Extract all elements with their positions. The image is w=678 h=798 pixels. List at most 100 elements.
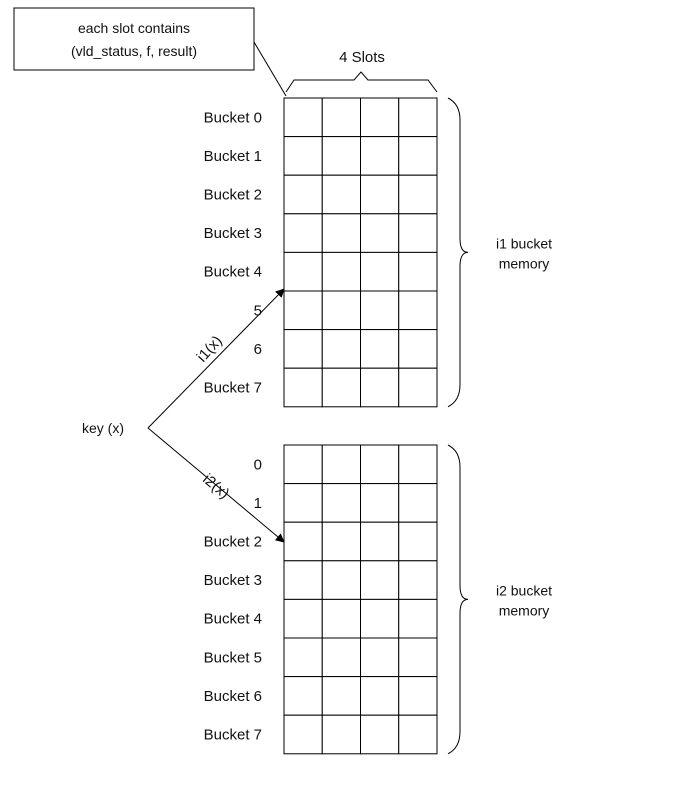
arrow-i2: [147, 427, 285, 543]
slot-cell: [283, 637, 323, 678]
memory-brace: [447, 444, 469, 755]
slot-cell: [283, 329, 323, 369]
memory-caption-line-1: i1 bucket: [496, 235, 552, 251]
callout-pointer-line: [253, 41, 287, 97]
slot-cell: [398, 367, 438, 408]
slot-cell: [283, 676, 323, 716]
slot-cell: [283, 521, 323, 562]
slot-cell: [360, 136, 400, 176]
key-label: key (x): [82, 420, 124, 436]
slot-cell: [360, 444, 400, 485]
slot-cell: [360, 290, 400, 331]
slot-cell: [398, 251, 438, 292]
slot-cell: [360, 329, 400, 369]
bucket-label: Bucket 3: [204, 572, 262, 589]
bucket-label: Bucket 2: [204, 534, 262, 551]
slot-cell: [360, 521, 400, 562]
slot-cell: [398, 213, 438, 253]
bucket-row: 6: [254, 329, 438, 369]
bucket-label: 5: [254, 302, 262, 319]
slot-cell: [321, 367, 361, 408]
slot-cell: [321, 251, 361, 292]
bucket-row: 5: [254, 290, 438, 331]
bucket-row: Bucket 4: [204, 598, 438, 639]
slot-cell: [321, 174, 361, 215]
i1-bucket-memory: Bucket 0 Bucket 1 Bucket 2 Bucket 3 Bucket 4…: [204, 97, 552, 408]
slot-cell: [283, 367, 323, 408]
slot-cell: [360, 598, 400, 639]
slot-cell: [398, 329, 438, 369]
slot-cell: [398, 521, 438, 562]
slot-cell: [283, 290, 323, 331]
slot-cell: [283, 444, 323, 485]
slot-cell: [360, 714, 400, 755]
bucket-label: Bucket 3: [204, 225, 262, 242]
bucket-label: 6: [254, 341, 262, 358]
slot-cell: [283, 483, 323, 523]
slot-cell: [321, 637, 361, 678]
bucket-row: Bucket 7: [204, 367, 438, 408]
slot-cell: [321, 290, 361, 331]
memory-brace: [447, 97, 469, 408]
callout-box: [13, 7, 255, 71]
slot-cell: [321, 97, 361, 138]
slot-cell: [398, 444, 438, 485]
memory-caption-line-2: memory: [499, 255, 550, 271]
bucket-label: 0: [254, 456, 262, 473]
arrow-i1: [147, 288, 285, 429]
slot-cell: [321, 213, 361, 253]
slot-cell: [360, 676, 400, 716]
slot-cell: [283, 136, 323, 176]
slot-cell: [398, 598, 438, 639]
slot-cell: [398, 714, 438, 755]
slot-cell: [321, 444, 361, 485]
slot-cell: [321, 676, 361, 716]
slot-cell: [398, 136, 438, 176]
bucket-row: Bucket 2: [204, 521, 438, 562]
slot-cell: [398, 637, 438, 678]
bucket-label: Bucket 6: [204, 688, 262, 705]
slot-cell: [283, 97, 323, 138]
memory-caption-line-1: i2 bucket: [496, 582, 552, 598]
memory-caption-line-2: memory: [499, 602, 550, 618]
slot-cell: [321, 598, 361, 639]
bucket-label: Bucket 7: [204, 727, 262, 744]
slot-cell: [398, 676, 438, 716]
slot-cell: [283, 598, 323, 639]
slot-cell: [360, 637, 400, 678]
slot-cell: [321, 483, 361, 523]
bucket-row: 1: [254, 483, 438, 523]
slot-cell: [283, 251, 323, 292]
slots-brace: [285, 71, 438, 93]
bucket-row: Bucket 2: [204, 174, 438, 215]
slot-cell: [360, 174, 400, 215]
bucket-row: Bucket 5: [204, 637, 438, 678]
slot-cell: [398, 97, 438, 138]
bucket-label: Bucket 2: [204, 187, 262, 204]
slot-cell: [398, 560, 438, 600]
slot-cell: [360, 213, 400, 253]
slot-cell: [283, 560, 323, 600]
slot-cell: [398, 290, 438, 331]
slot-cell: [283, 174, 323, 215]
slot-cell: [360, 251, 400, 292]
bucket-label: Bucket 4: [204, 264, 262, 281]
bucket-row: Bucket 0: [204, 97, 438, 138]
callout-line-2: (vld_status, f, result): [71, 43, 197, 59]
bucket-row: Bucket 3: [204, 560, 438, 600]
bucket-row: Bucket 1: [204, 136, 438, 176]
slot-cell: [283, 714, 323, 755]
slot-cell: [398, 483, 438, 523]
bucket-label: Bucket 1: [204, 148, 262, 165]
slot-cell: [321, 136, 361, 176]
bucket-row: 0: [254, 444, 438, 485]
callout-line-1: each slot contains: [78, 20, 190, 36]
bucket-label: Bucket 0: [204, 109, 262, 126]
bucket-label: Bucket 4: [204, 611, 262, 628]
slot-cell: [283, 213, 323, 253]
slot-cell: [360, 97, 400, 138]
bucket-row: Bucket 7: [204, 714, 438, 755]
